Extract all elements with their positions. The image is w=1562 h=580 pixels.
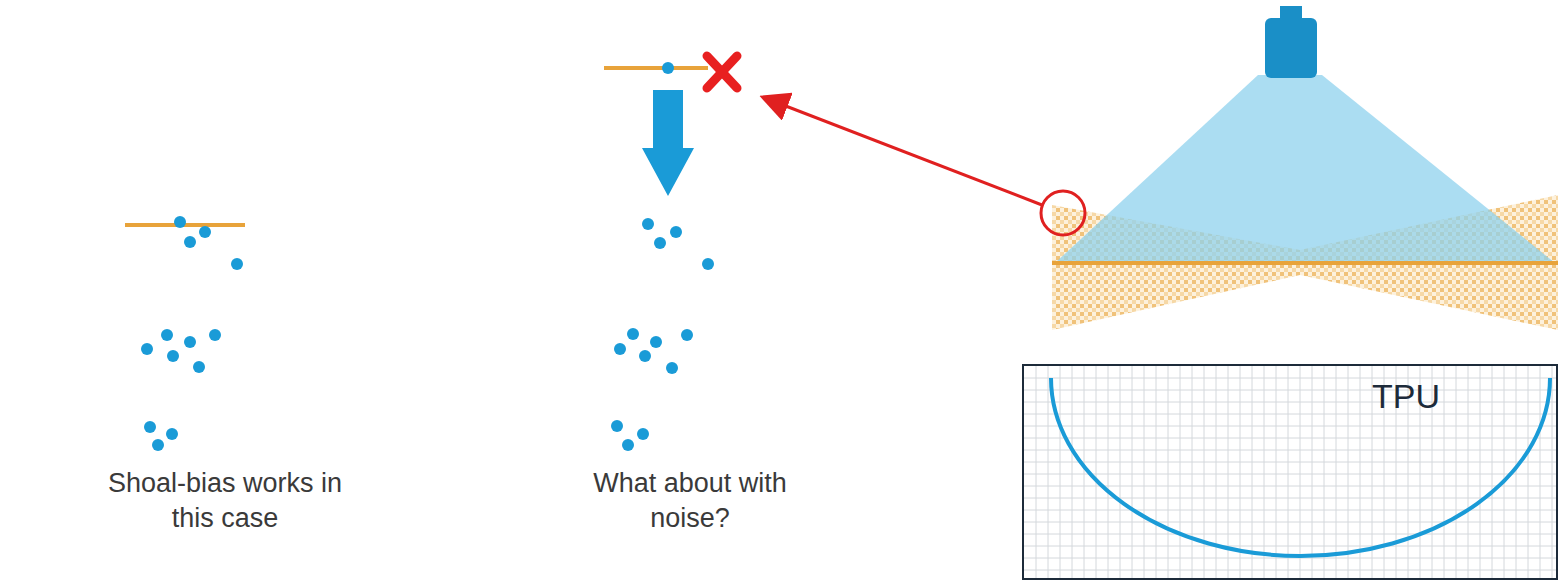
sounding-dots xyxy=(611,218,714,451)
highlight-circle xyxy=(1041,191,1085,235)
seafloor-line xyxy=(1052,261,1558,265)
sonar-beam xyxy=(1055,75,1555,263)
grid-plot xyxy=(1024,366,1556,578)
caption-text: What about with noise? xyxy=(558,466,823,536)
node-label: TPU xyxy=(1372,376,1440,416)
reject-cross xyxy=(707,56,737,88)
caption-text: Shoal-bias works in this case xyxy=(88,466,363,536)
noise-dot xyxy=(662,62,674,74)
tpu-grid-box: TPU xyxy=(1022,364,1558,580)
leader-arrow xyxy=(765,98,1042,205)
uncertainty-curve xyxy=(1051,378,1550,556)
down-arrow xyxy=(642,90,694,196)
transducer xyxy=(1265,18,1317,78)
sounding-dots xyxy=(141,216,243,451)
shoal-line xyxy=(604,66,708,70)
transducer-mount xyxy=(1280,6,1302,20)
